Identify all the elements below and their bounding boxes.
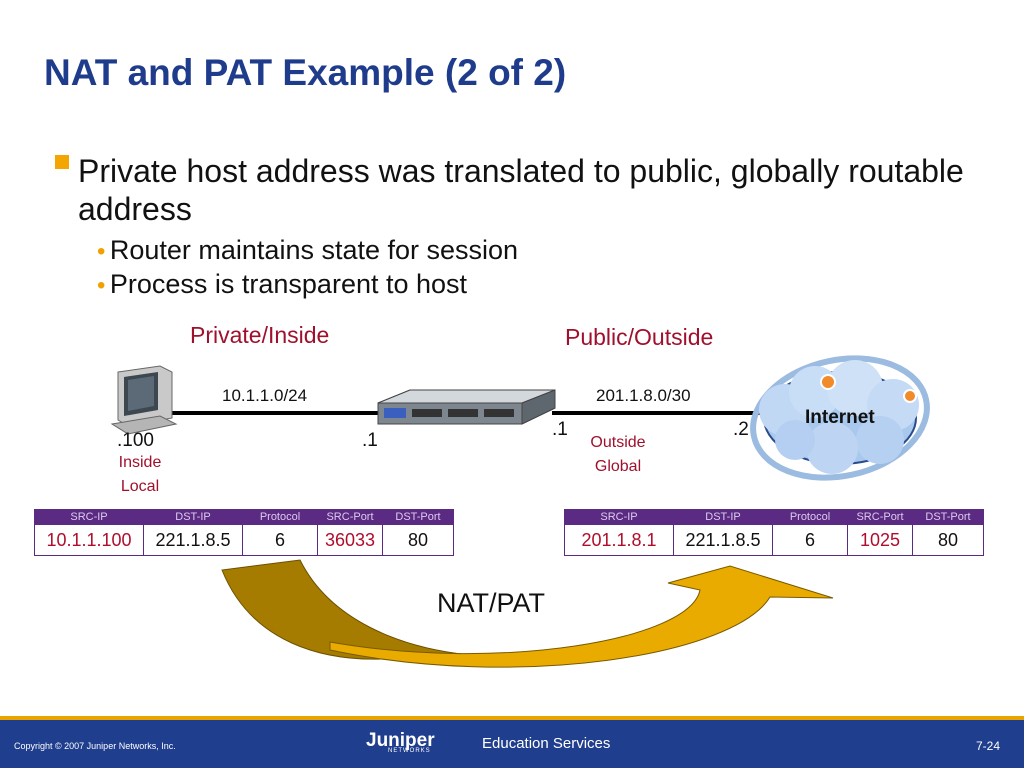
slide-title: NAT and PAT Example (2 of 2) bbox=[44, 52, 567, 93]
dst-ip-cell: 221.1.8.5 bbox=[673, 524, 773, 556]
src-ip-cell: 201.1.8.1 bbox=[564, 524, 674, 556]
column-header: SRC-IP bbox=[34, 509, 144, 525]
packet-table-before: SRC-IP DST-IP Protocol SRC-Port DST-Port… bbox=[34, 509, 454, 556]
internet-label: Internet bbox=[805, 407, 875, 428]
main-bullet-text: Private host address was translated to p… bbox=[78, 153, 964, 227]
src-ip-cell: 10.1.1.100 bbox=[34, 524, 144, 556]
bullet-marker bbox=[55, 155, 69, 169]
outside-network-label: 201.1.8.0/30 bbox=[596, 386, 691, 405]
column-header: DST-IP bbox=[673, 509, 773, 525]
outside-global-label: Outside Global bbox=[590, 434, 646, 475]
column-header: SRC-IP bbox=[564, 509, 674, 525]
src-port-cell: 1025 bbox=[847, 524, 913, 556]
host-computer-icon bbox=[110, 365, 178, 435]
column-header: SRC-Port bbox=[847, 509, 913, 525]
inside-network-label: 10.1.1.0/24 bbox=[222, 386, 308, 405]
dst-port-cell: 80 bbox=[912, 524, 984, 556]
sub-bullet: • Process is transparent to host bbox=[97, 269, 468, 299]
column-header: Protocol bbox=[242, 509, 318, 525]
column-header: DST-Port bbox=[382, 509, 454, 525]
copyright-text: Copyright © 2007 Juniper Networks, Inc. bbox=[14, 741, 176, 751]
footer-bar bbox=[0, 716, 1024, 768]
packet-table-after: SRC-IP DST-IP Protocol SRC-Port DST-Port… bbox=[564, 509, 984, 556]
sub-bullet-text: Process is transparent to host bbox=[109, 269, 468, 299]
juniper-logo-text: Juniper bbox=[366, 730, 435, 751]
juniper-logo-subtext: NETWORKS bbox=[388, 748, 431, 754]
juniper-logo: Juniper NETWORKS bbox=[366, 730, 435, 754]
internet-cloud-icon bbox=[750, 355, 930, 481]
router-icon bbox=[377, 389, 556, 425]
nat-arrow-icon bbox=[329, 565, 834, 668]
nat-pat-label: NAT/PAT bbox=[437, 588, 545, 618]
dst-ip-cell: 221.1.8.5 bbox=[143, 524, 243, 556]
router-inside-ip-label: .1 bbox=[362, 430, 378, 451]
inside-local-label: Inside Local bbox=[118, 454, 162, 495]
internet-ip-label: .2 bbox=[733, 419, 749, 440]
src-port-cell: 36033 bbox=[317, 524, 383, 556]
sub-bullet: • Router maintains state for session bbox=[97, 235, 519, 265]
column-header: SRC-Port bbox=[317, 509, 383, 525]
education-services-label: Education Services bbox=[482, 735, 611, 752]
protocol-cell: 6 bbox=[772, 524, 848, 556]
table-row: 10.1.1.100 221.1.8.5 6 36033 80 bbox=[34, 524, 454, 556]
host-ip-label: .100 bbox=[117, 430, 154, 451]
protocol-cell: 6 bbox=[242, 524, 318, 556]
public-outside-label: Public/Outside bbox=[565, 324, 714, 350]
column-header: Protocol bbox=[772, 509, 848, 525]
column-header: DST-Port bbox=[912, 509, 984, 525]
column-header: DST-IP bbox=[143, 509, 243, 525]
dst-port-cell: 80 bbox=[382, 524, 454, 556]
table-row: 201.1.8.1 221.1.8.5 6 1025 80 bbox=[564, 524, 984, 556]
router-outside-ip-label: .1 bbox=[552, 419, 568, 440]
sub-bullet-text: Router maintains state for session bbox=[109, 235, 519, 265]
private-inside-label: Private/Inside bbox=[190, 322, 330, 348]
page-number: 7-24 bbox=[976, 739, 1001, 753]
